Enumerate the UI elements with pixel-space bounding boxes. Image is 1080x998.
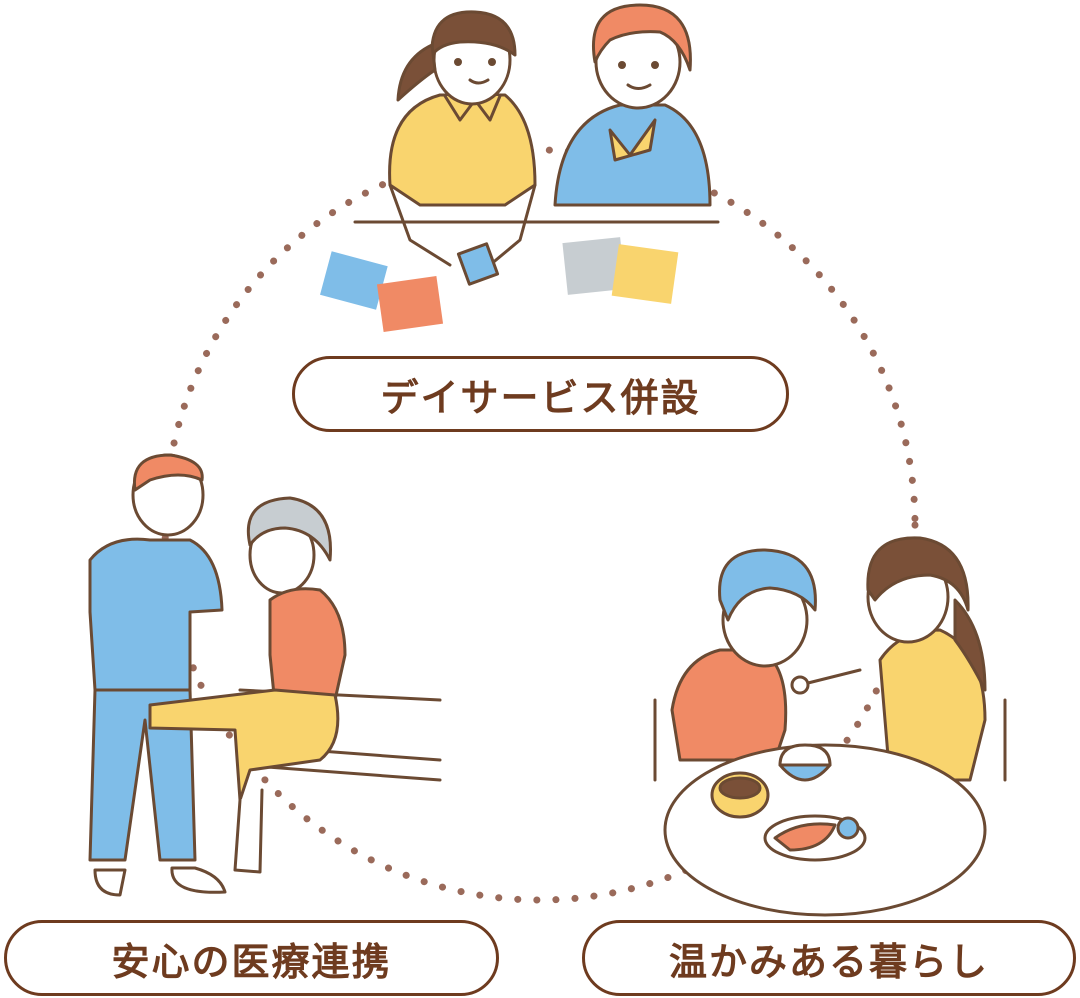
origami-scene bbox=[320, 3, 720, 332]
label-day-service: デイサービス併設 bbox=[292, 356, 789, 432]
dotted-circle bbox=[161, 146, 919, 904]
meal-scene bbox=[653, 536, 1007, 917]
label-medical: 安心の医療連携 bbox=[4, 920, 499, 996]
medical-scene bbox=[88, 453, 442, 897]
label-living: 温かみある暮らし bbox=[582, 920, 1076, 996]
